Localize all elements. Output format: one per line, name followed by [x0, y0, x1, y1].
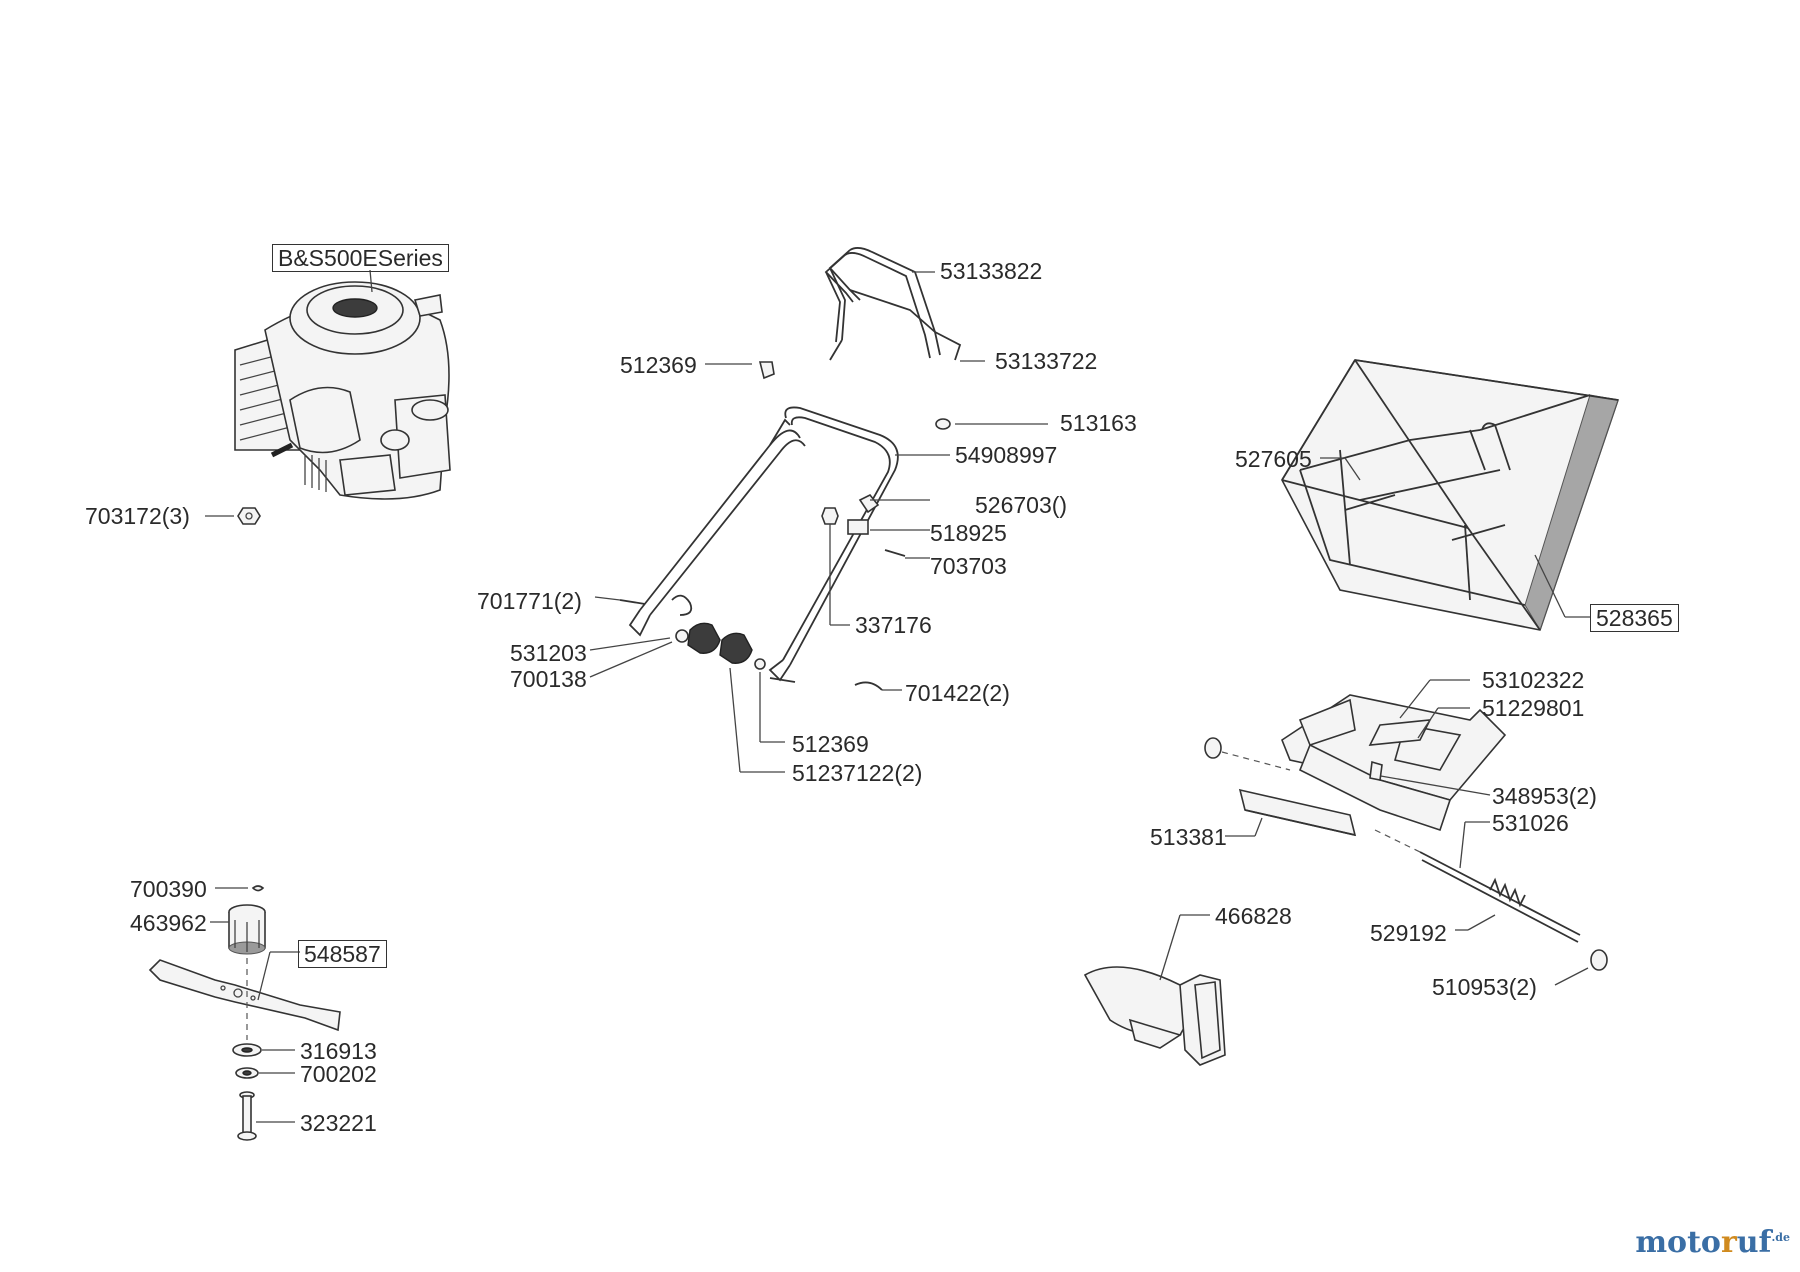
label-703172: 703172(3) [85, 503, 190, 529]
label-531026: 531026 [1492, 810, 1569, 836]
knob-51237122b-icon [719, 632, 753, 664]
label-466828: 466828 [1215, 903, 1292, 929]
clamp-518925-icon [847, 519, 869, 535]
label-700390: 700390 [130, 876, 207, 902]
label-51237122: 51237122(2) [792, 760, 923, 786]
bolt-323221-icon [237, 1091, 257, 1141]
label-512369-lower: 512369 [792, 731, 869, 757]
nut-337176-icon [821, 507, 839, 525]
deflector-466828-icon [1083, 966, 1226, 1066]
nut-510953b-icon [1590, 949, 1608, 971]
blade-icon [148, 959, 341, 1032]
label-316913: 316913 [300, 1038, 377, 1064]
adapter-463962-icon [228, 904, 266, 955]
label-529192: 529192 [1370, 920, 1447, 946]
label-703703: 703703 [930, 553, 1007, 579]
label-518925: 518925 [930, 520, 1007, 546]
label-53133822: 53133822 [940, 258, 1043, 284]
label-323221: 323221 [300, 1110, 377, 1136]
nut-510953a-icon [1204, 737, 1222, 759]
spring-529192-icon [1489, 877, 1526, 908]
washer-700202-icon [235, 1067, 259, 1079]
upper-handle-icon [824, 247, 962, 361]
spring-518925-icon [858, 493, 880, 514]
washer-513163-icon [935, 418, 951, 430]
leader-engine [369, 269, 373, 293]
label-53133722: 53133722 [995, 348, 1098, 374]
clip-701422-icon [854, 681, 883, 691]
label-337176: 337176 [855, 612, 932, 638]
engine-series-label: B&S500ESeries [272, 244, 449, 272]
label-701771: 701771(2) [477, 588, 582, 614]
label-531203: 531203 [510, 640, 587, 666]
label-512369-upper: 512369 [620, 352, 697, 378]
knob-51237122a-icon [687, 622, 721, 654]
lower-handle-icon [628, 406, 899, 682]
label-526703: 526703() [975, 492, 1068, 518]
label-700138: 700138 [510, 666, 587, 692]
knob-512369-icon [758, 361, 775, 380]
nut-703172-icon [237, 507, 261, 525]
label-527605: 527605 [1235, 446, 1312, 472]
key-700390-icon [251, 885, 265, 892]
bolt-703703-icon [884, 549, 906, 557]
engine-icon [234, 281, 451, 500]
label-348953: 348953(2) [1492, 783, 1597, 809]
washer-700138-icon [675, 629, 689, 643]
label-528365: 528365 [1590, 604, 1679, 632]
label-51229801: 51229801 [1482, 695, 1585, 721]
label-513381: 513381 [1150, 824, 1227, 850]
label-54908997: 54908997 [955, 442, 1058, 468]
label-510953: 510953(2) [1432, 974, 1537, 1000]
rear-flap-icon [1238, 694, 1507, 837]
washer-316913-icon [232, 1043, 262, 1057]
label-463962: 463962 [130, 910, 207, 936]
washer-512369b-icon [754, 658, 766, 670]
label-701422: 701422(2) [905, 680, 1010, 706]
label-700202: 700202 [300, 1061, 377, 1087]
bolt-701771-icon [619, 599, 646, 605]
label-548587: 548587 [298, 940, 387, 968]
grass-catcher-icon [1281, 359, 1620, 632]
motoruf-logo: motoruf.de [1635, 1225, 1790, 1260]
label-53102322: 53102322 [1482, 667, 1585, 693]
screw-348953-icon [1369, 760, 1383, 781]
label-513163: 513163 [1060, 410, 1137, 436]
bolt-512369b-icon [769, 677, 796, 683]
clip-531203-icon [671, 594, 693, 616]
